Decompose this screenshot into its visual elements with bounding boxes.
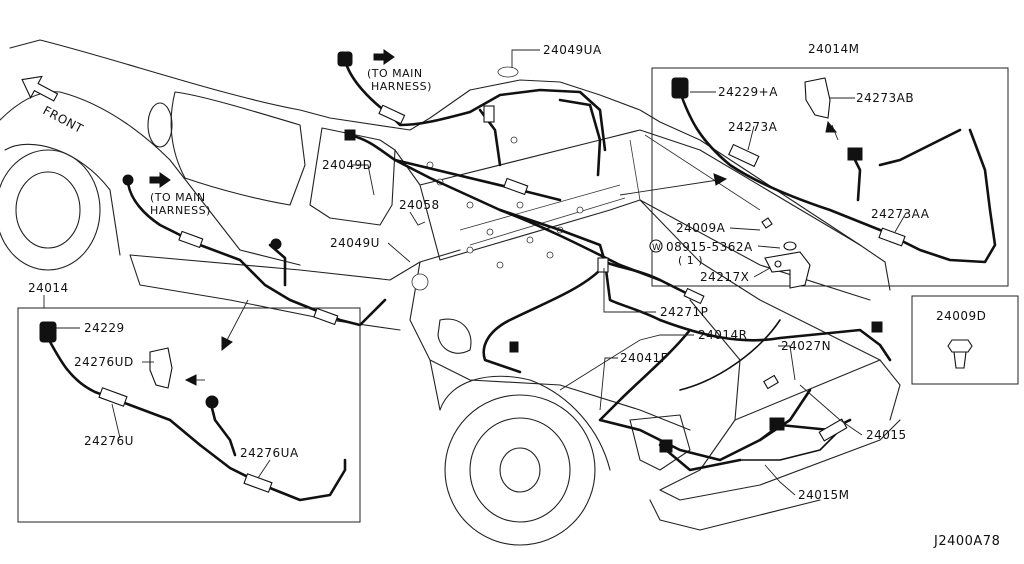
label-24009D: 24009D (936, 309, 986, 323)
label-24276UD: 24276UD (74, 355, 134, 369)
to-main-harness-left-line1: (TO MAIN (150, 191, 206, 204)
label-24058: 24058 (399, 198, 440, 212)
bracket-24217X (761, 217, 811, 289)
label-08915-qty: ( 1 ) (678, 254, 703, 267)
washer-symbol-icon (649, 239, 663, 253)
label-24271P: 24271P (660, 305, 708, 319)
label-24049U: 24049U (330, 236, 380, 250)
label-24276UA: 24276UA (240, 446, 299, 460)
diagram-id: J2400A78 (933, 534, 1000, 549)
to-main-harness-top-line2: HARNESS) (371, 80, 432, 93)
pointer-arrows (221, 173, 728, 352)
label-24273A: 24273A (728, 120, 778, 134)
to-main-harness-left-line2: HARNESS) (150, 204, 211, 217)
main-harness-arrow-left-icon (149, 172, 171, 188)
left-body-harness (122, 174, 387, 327)
harness-connectors (337, 51, 883, 453)
label-08915: 08915-5362A (666, 240, 753, 254)
inset-24014M (651, 67, 1009, 287)
vehicle-body (0, 39, 901, 546)
label-24229: 24229 (84, 321, 125, 335)
label-24041F: 24041F (620, 351, 668, 365)
svg-text:W: W (652, 243, 661, 253)
label-24217X: 24217X (700, 270, 749, 284)
label-24049D: 24049D (322, 158, 372, 172)
label-24014M: 24014M (808, 42, 860, 56)
front-label: FRONT (41, 103, 86, 136)
label-24015: 24015 (866, 428, 907, 442)
leader-lines (43, 49, 907, 496)
front-arrow-icon (21, 75, 59, 102)
label-24273AA: 24273AA (871, 207, 930, 221)
inset-24014 (17, 307, 361, 523)
label-24014R: 24014R (698, 328, 748, 342)
label-24009A: 24009A (676, 221, 726, 235)
to-main-harness-top-line1: (TO MAIN (367, 67, 423, 80)
label-24015M: 24015M (798, 488, 850, 502)
label-24049UA: 24049UA (543, 43, 602, 57)
label-24229A: 24229+A (718, 85, 778, 99)
label-24014: 24014 (28, 281, 69, 295)
inset-24009D (911, 295, 1019, 385)
main-harness-arrow-icon (373, 49, 395, 65)
label-24276U: 24276U (84, 434, 134, 448)
label-24273AB: 24273AB (856, 91, 914, 105)
label-24027N: 24027N (781, 339, 831, 353)
